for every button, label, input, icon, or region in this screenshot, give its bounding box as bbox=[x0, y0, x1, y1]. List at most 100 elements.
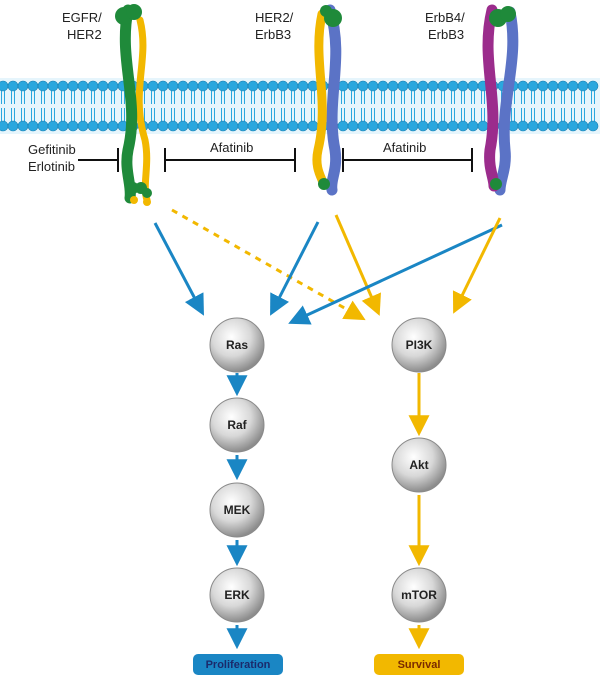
arrow-erbb4-to-ras bbox=[288, 223, 503, 325]
lipid-head bbox=[37, 80, 49, 92]
node-raf: Raf bbox=[209, 397, 265, 453]
lipid-head bbox=[517, 120, 529, 132]
lipid-head bbox=[167, 120, 179, 132]
lipid-head bbox=[387, 120, 399, 132]
lipid-head bbox=[447, 80, 459, 92]
lipid-head bbox=[227, 120, 239, 132]
receptor-label-her2-b: HER2/ bbox=[255, 10, 294, 25]
lipid-head bbox=[97, 80, 109, 92]
lipid-head bbox=[527, 120, 539, 132]
outcome-proliferation: Proliferation bbox=[193, 654, 283, 675]
lipid-head bbox=[297, 120, 309, 132]
receptor-erbb4-erbb3 bbox=[482, 4, 519, 196]
lipid-head bbox=[147, 80, 159, 92]
receptor-label-erbb3-b: ErbB3 bbox=[428, 27, 464, 42]
lipid-head bbox=[57, 120, 69, 132]
lipid-head bbox=[177, 80, 189, 92]
inhibitor-afatinib-1 bbox=[164, 148, 296, 172]
outcome-proliferation-label: Proliferation bbox=[206, 659, 271, 671]
lipid-head bbox=[87, 120, 99, 132]
lipid-head bbox=[537, 80, 549, 92]
arrow-egfr-to-pi3k-dashed bbox=[171, 208, 366, 321]
lipid-head bbox=[0, 120, 9, 132]
lipid-head bbox=[17, 80, 29, 92]
lipid-head bbox=[267, 120, 279, 132]
lipid-head bbox=[97, 120, 109, 132]
lipid-head bbox=[217, 120, 229, 132]
lipid-head bbox=[247, 120, 259, 132]
lipid-head bbox=[197, 120, 209, 132]
lipid-head bbox=[577, 120, 589, 132]
lipid-head bbox=[307, 120, 319, 132]
lipid-head bbox=[557, 80, 569, 92]
node-mek: MEK bbox=[209, 482, 265, 538]
lipid-head bbox=[67, 80, 79, 92]
lipid-head bbox=[147, 120, 159, 132]
lipid-head bbox=[377, 120, 389, 132]
node-pi3k: PI3K bbox=[391, 317, 447, 373]
node-mek-label: MEK bbox=[224, 503, 251, 517]
lipid-head bbox=[427, 120, 439, 132]
lipid-head bbox=[417, 120, 429, 132]
lipid-head bbox=[217, 80, 229, 92]
lipid-head bbox=[177, 120, 189, 132]
lipid-head bbox=[47, 80, 59, 92]
lipid-head bbox=[437, 120, 449, 132]
lipid-head bbox=[587, 80, 599, 92]
outcome-survival: Survival bbox=[374, 654, 464, 675]
lipid-head bbox=[537, 120, 549, 132]
node-ras-label: Ras bbox=[226, 338, 248, 352]
lipid-head bbox=[157, 80, 169, 92]
lipid-head bbox=[7, 120, 19, 132]
lipid-head bbox=[387, 80, 399, 92]
lipid-head bbox=[77, 120, 89, 132]
cell-membrane bbox=[0, 78, 600, 134]
lipid-head bbox=[477, 120, 489, 132]
lipid-head bbox=[197, 80, 209, 92]
arrow-her2-to-ras bbox=[270, 221, 320, 316]
lipid-head bbox=[187, 120, 199, 132]
arrow-erbb4-to-pi3k bbox=[452, 217, 502, 314]
lipid-head bbox=[27, 120, 39, 132]
inhibitor-label-erlotinib: Erlotinib bbox=[28, 159, 75, 174]
arrow-egfr-to-ras bbox=[153, 222, 204, 316]
lipid-head bbox=[547, 80, 559, 92]
lipid-head bbox=[397, 80, 409, 92]
lipid-head bbox=[47, 120, 59, 132]
lipid-head bbox=[237, 120, 249, 132]
lipid-head bbox=[0, 80, 9, 92]
receptor-her2-erbb3 bbox=[312, 4, 342, 196]
lipid-head bbox=[397, 120, 409, 132]
lipid-head bbox=[167, 80, 179, 92]
receptor-label-erbb4: ErbB4/ bbox=[425, 10, 465, 25]
lipid-head bbox=[367, 80, 379, 92]
lipid-head bbox=[227, 80, 239, 92]
lipid-head bbox=[547, 120, 559, 132]
lipid-head bbox=[457, 120, 469, 132]
lipid-head bbox=[37, 120, 49, 132]
inhibitor-label-afatinib-1: Afatinib bbox=[210, 140, 253, 155]
lipid-head bbox=[157, 120, 169, 132]
lipid-head bbox=[7, 80, 19, 92]
lipid-head bbox=[107, 80, 119, 92]
lipid-head bbox=[407, 80, 419, 92]
lipid-head bbox=[57, 80, 69, 92]
node-pi3k-label: PI3K bbox=[406, 338, 433, 352]
lipid-head bbox=[417, 80, 429, 92]
lipid-head bbox=[407, 120, 419, 132]
lipid-head bbox=[187, 80, 199, 92]
lipid-head bbox=[257, 80, 269, 92]
receptor-label-egfr: EGFR/ bbox=[62, 10, 102, 25]
node-ras: Ras bbox=[209, 317, 265, 373]
lipid-head bbox=[277, 80, 289, 92]
inhibitor-label-afatinib-2: Afatinib bbox=[383, 140, 426, 155]
lipid-head bbox=[27, 80, 39, 92]
lipid-head bbox=[567, 120, 579, 132]
lipid-head bbox=[557, 120, 569, 132]
lipid-layer-bottom bbox=[0, 108, 599, 132]
lipid-head bbox=[287, 80, 299, 92]
node-mtor-label: mTOR bbox=[401, 588, 437, 602]
node-raf-label: Raf bbox=[227, 418, 247, 432]
lipid-head bbox=[357, 120, 369, 132]
